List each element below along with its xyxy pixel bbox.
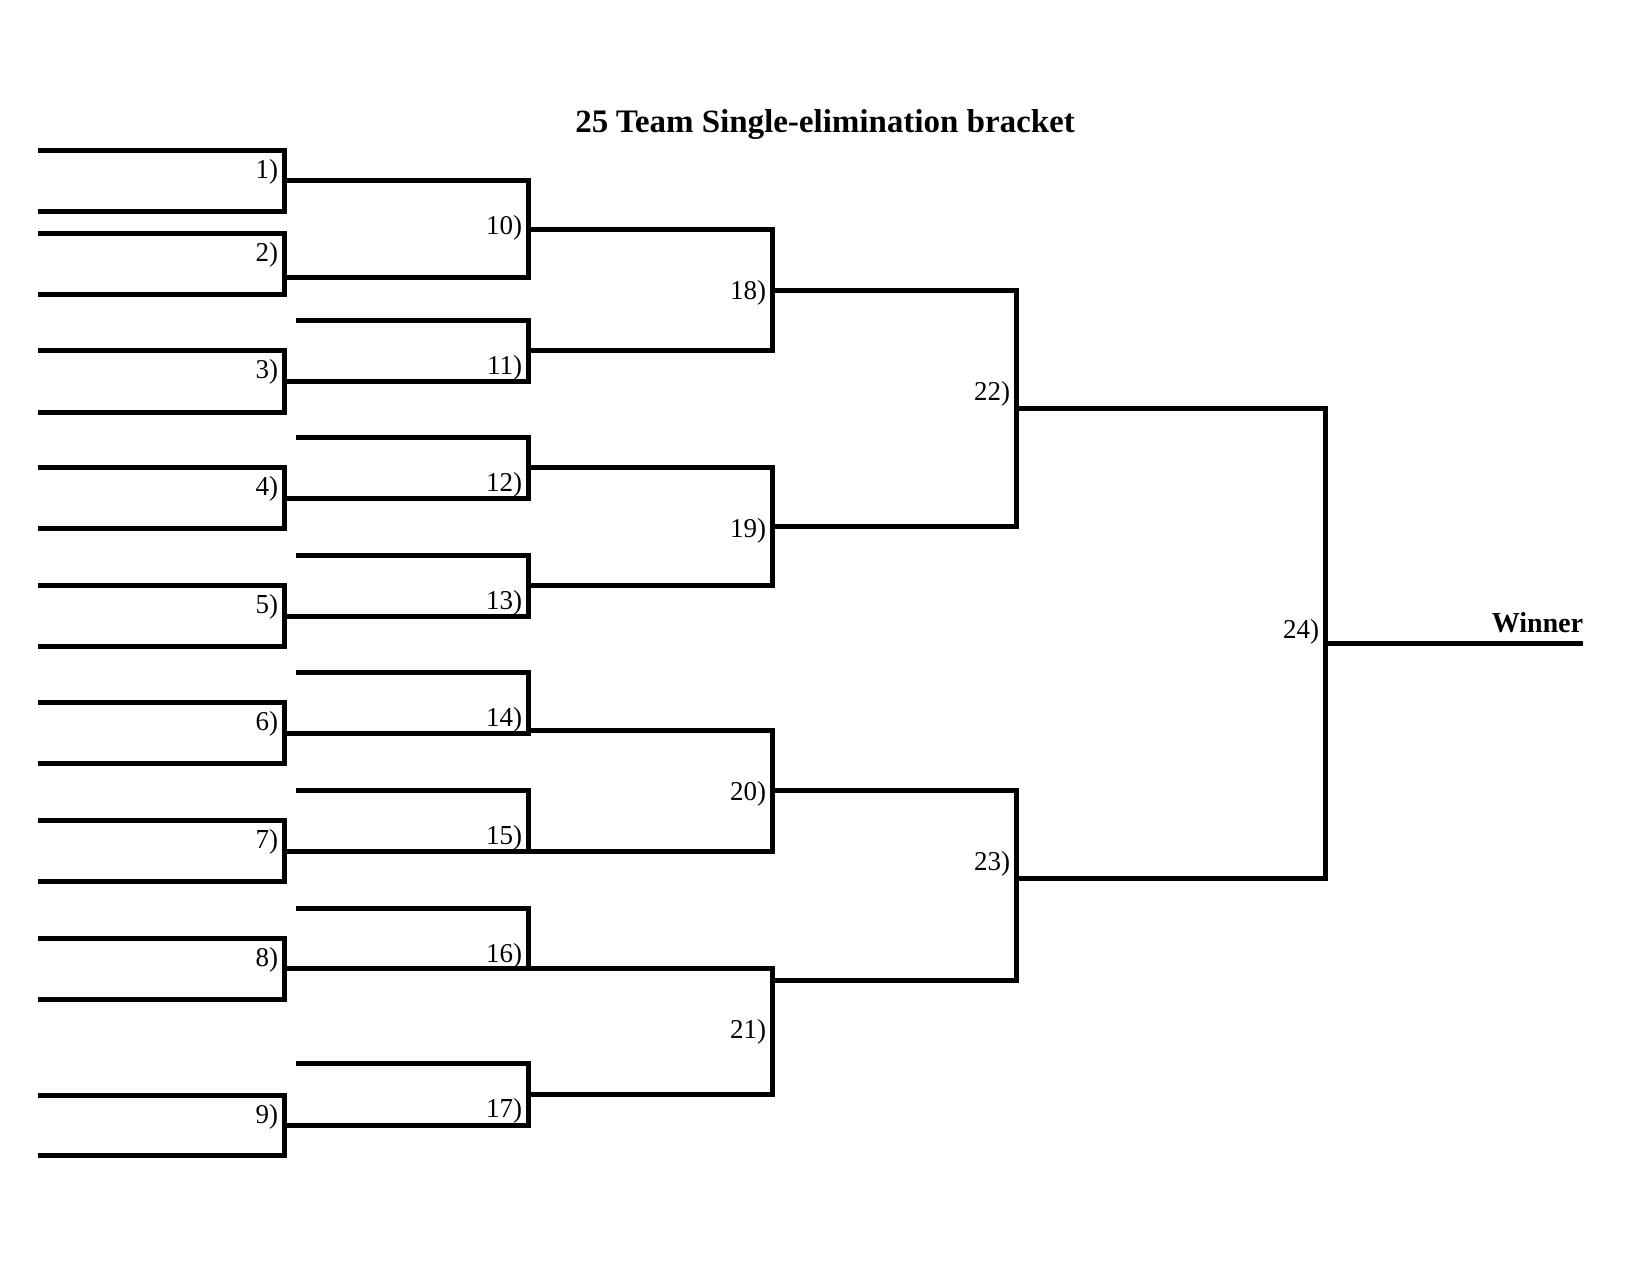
winner-line: [1325, 640, 1583, 646]
connector-match-23: [1013, 787, 1019, 983]
feeder-line-1-bottom: [38, 208, 284, 214]
feeder-line-2-bottom: [38, 291, 284, 297]
round2-line-16-bottom: [284, 965, 528, 971]
round2-line-14-bottom: [284, 730, 528, 736]
match-label-19[interactable]: 19): [730, 513, 766, 543]
round2-line-15-top: [296, 787, 528, 793]
match-label-20[interactable]: 20): [730, 776, 766, 806]
match-label-1[interactable]: 1): [255, 154, 279, 184]
match-label-21[interactable]: 21): [730, 1014, 766, 1044]
feeder-line-4-bottom: [38, 525, 284, 531]
round4-line-23-top: [772, 787, 1016, 793]
round2-line-17-bottom: [284, 1122, 528, 1128]
round2-line-17-top: [296, 1060, 528, 1066]
round2-line-11-bottom: [284, 378, 528, 384]
round2-line-10-bottom: [284, 274, 528, 280]
round3-line-18-top: [528, 226, 772, 232]
round2-line-12-bottom: [284, 495, 528, 501]
match-label-9[interactable]: 9): [255, 1099, 279, 1129]
final-line-24-top: [1016, 405, 1325, 411]
match-label-13[interactable]: 13): [486, 585, 522, 615]
round2-line-16-top: [296, 905, 528, 911]
feeder-line-3-bottom: [38, 409, 284, 415]
connector-match-16: [525, 905, 531, 971]
feeder-line-3-top: [38, 347, 284, 353]
match-label-12[interactable]: 12): [486, 467, 522, 497]
match-label-11[interactable]: 11): [487, 350, 522, 380]
match-label-10[interactable]: 10): [486, 210, 522, 240]
round3-line-19-bottom: [528, 582, 772, 588]
final-line-24-bottom: [1016, 875, 1325, 881]
match-label-17[interactable]: 17): [486, 1093, 522, 1123]
feeder-line-8-bottom: [38, 996, 284, 1002]
round2-line-12-top: [296, 434, 528, 440]
match-label-24[interactable]: 24): [1283, 614, 1319, 644]
round2-line-13-bottom: [284, 613, 528, 619]
feeder-line-6-bottom: [38, 760, 284, 766]
round4-line-23-bottom: [772, 977, 1016, 983]
feeder-line-5-top: [38, 582, 284, 588]
match-label-15[interactable]: 15): [486, 820, 522, 850]
feeder-line-1-top: [38, 147, 284, 153]
winner-label: Winner: [1491, 608, 1583, 639]
round2-line-11-top: [296, 317, 528, 323]
feeder-line-9-bottom: [38, 1152, 284, 1158]
match-label-2[interactable]: 2): [255, 237, 279, 267]
round2-line-15-bottom: [284, 848, 528, 854]
match-label-6[interactable]: 6): [255, 706, 279, 736]
feeder-line-6-top: [38, 699, 284, 705]
round4-line-22-top: [772, 287, 1016, 293]
feeder-line-7-top: [38, 817, 284, 823]
round3-line-20-top: [528, 727, 772, 733]
feeder-line-7-bottom: [38, 878, 284, 884]
match-label-23[interactable]: 23): [974, 846, 1010, 876]
match-label-3[interactable]: 3): [255, 354, 279, 384]
feeder-line-2-top: [38, 230, 284, 236]
round2-line-14-top: [296, 669, 528, 675]
feeder-line-8-top: [38, 935, 284, 941]
round3-line-20-bottom: [528, 848, 772, 854]
round3-line-21-bottom: [528, 1091, 772, 1097]
round2-line-13-top: [296, 552, 528, 558]
match-label-16[interactable]: 16): [486, 938, 522, 968]
round2-line-10-top: [284, 177, 528, 183]
match-label-14[interactable]: 14): [486, 702, 522, 732]
feeder-line-4-top: [38, 464, 284, 470]
connector-match-15: [525, 787, 531, 854]
page-title: 25 Team Single-elimination bracket: [575, 104, 1075, 140]
round4-line-22-bottom: [772, 523, 1016, 529]
round3-line-18-bottom: [528, 347, 772, 353]
match-label-22[interactable]: 22): [974, 376, 1010, 406]
match-label-18[interactable]: 18): [730, 275, 766, 305]
round3-line-19-top: [528, 464, 772, 470]
feeder-line-5-bottom: [38, 643, 284, 649]
round3-line-21-top: [528, 965, 772, 971]
feeder-line-9-top: [38, 1092, 284, 1098]
match-label-7[interactable]: 7): [255, 824, 279, 854]
match-label-4[interactable]: 4): [255, 471, 279, 501]
connector-match-14: [525, 669, 531, 736]
match-label-8[interactable]: 8): [255, 942, 279, 972]
connector-match-2: [281, 230, 287, 297]
match-label-5[interactable]: 5): [255, 589, 279, 619]
connector-match-21: [769, 965, 775, 1097]
